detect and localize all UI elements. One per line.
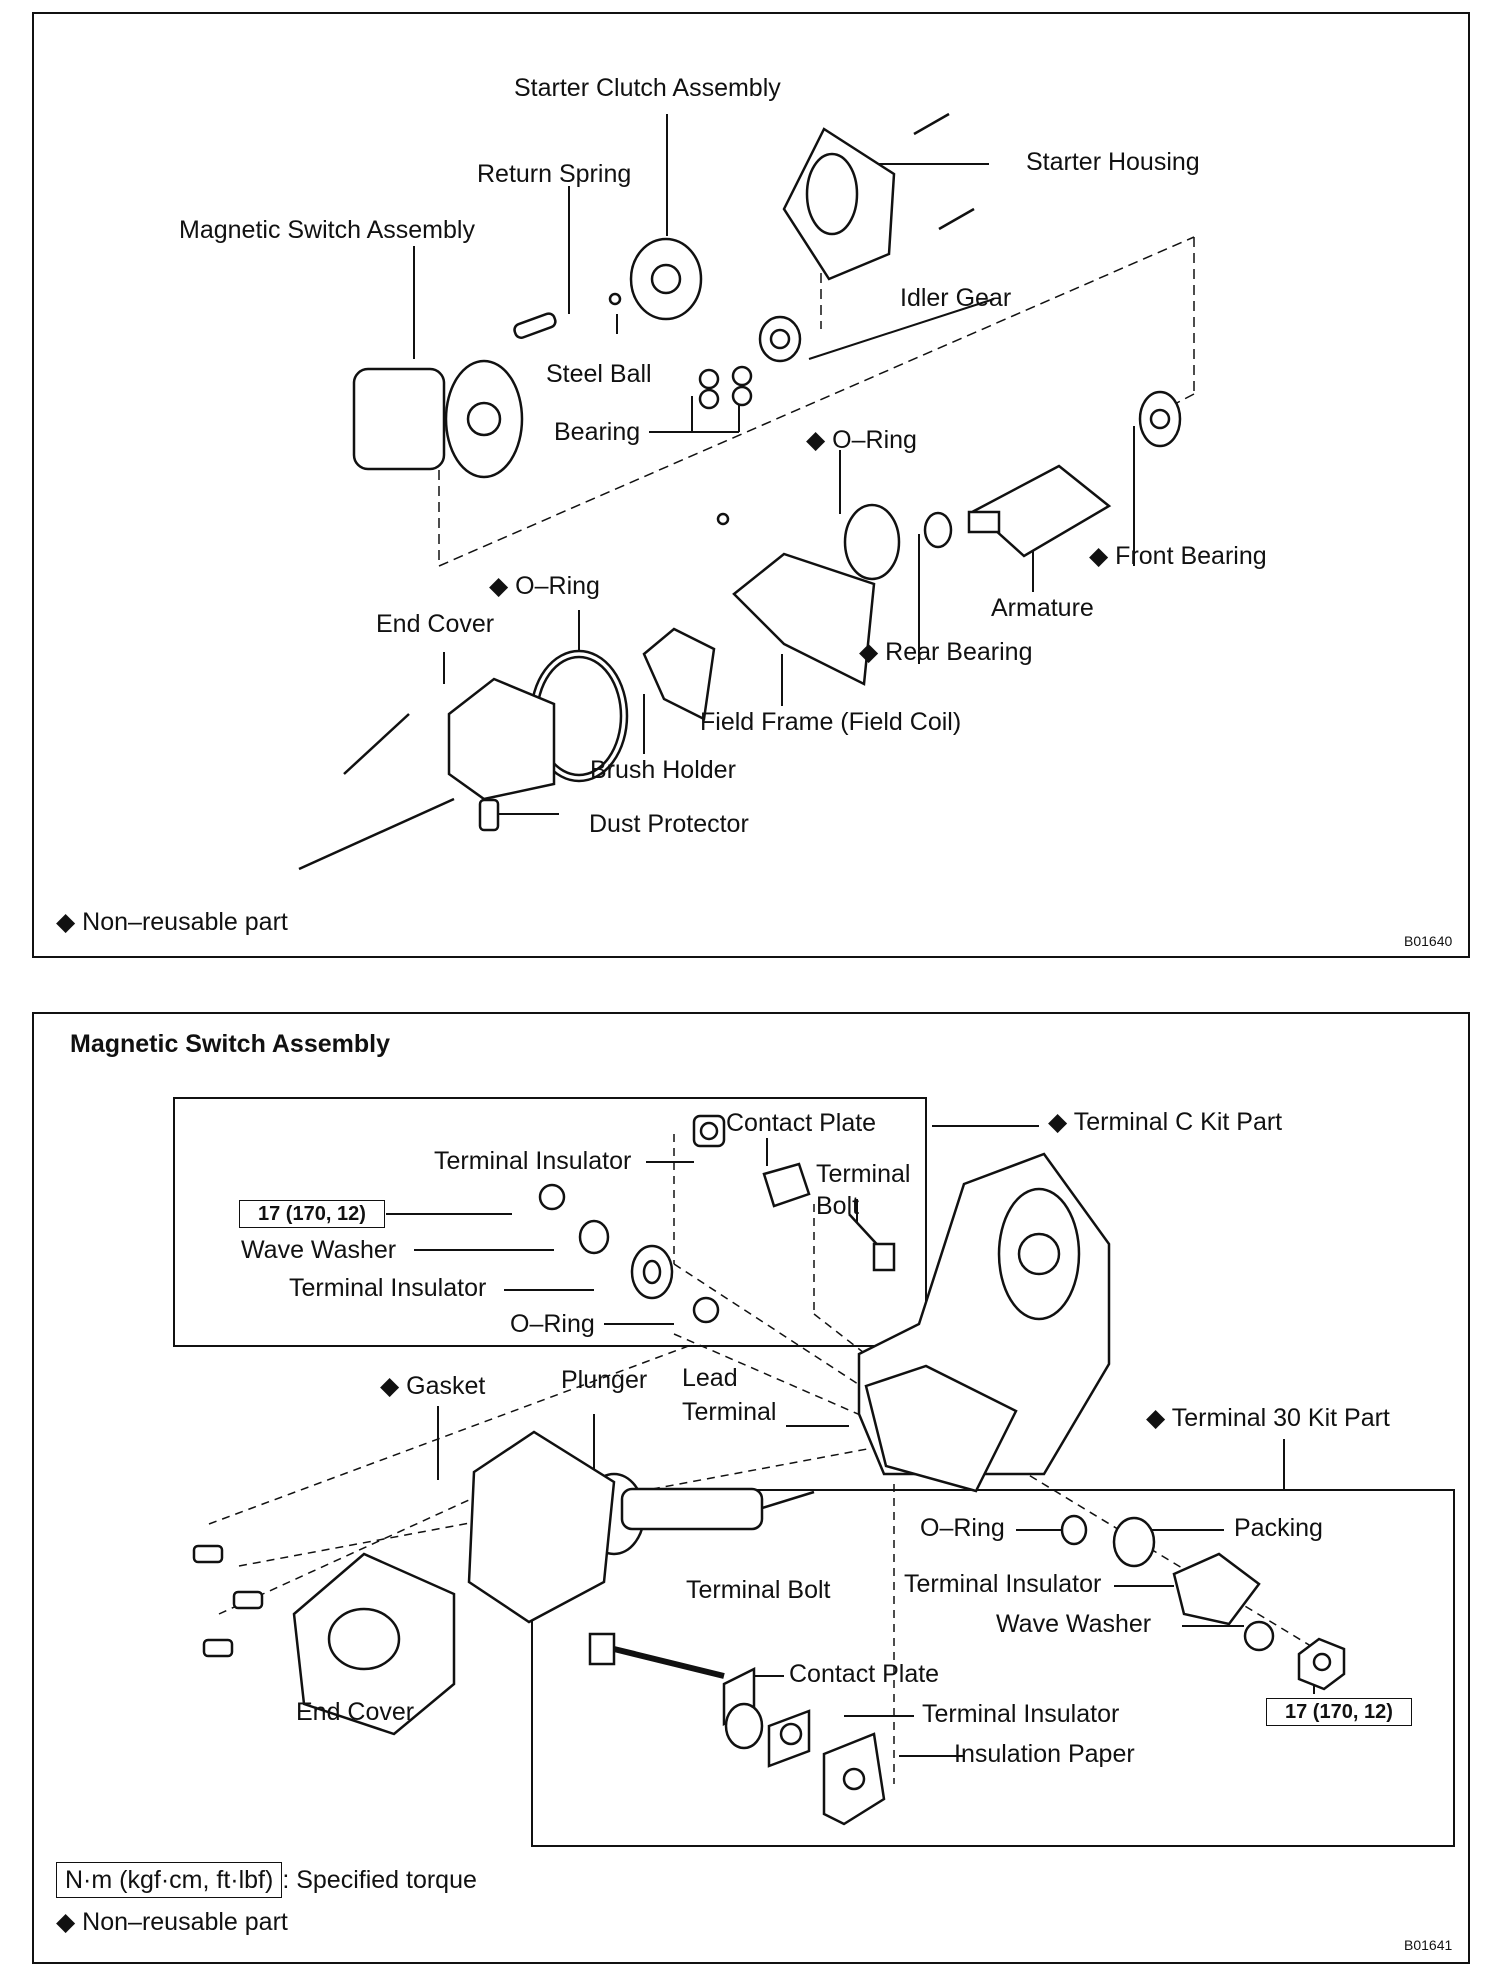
label-terminal-insulator-3: Terminal Insulator (904, 1570, 1102, 1598)
label-terminal-insulator-4: Terminal Insulator (922, 1700, 1120, 1728)
label-terminal-30-kit: ◆ Terminal 30 Kit Part (1146, 1404, 1390, 1432)
label-starter-clutch-assembly: Starter Clutch Assembly (514, 74, 781, 102)
label-return-spring: Return Spring (477, 160, 632, 188)
label-terminal-insulator-2: Terminal Insulator (289, 1274, 487, 1302)
o-ring-left-text: O–Ring (515, 572, 600, 600)
torque-box-bottom: 17 (170, 12) (1266, 1698, 1412, 1726)
label-lead-terminal-1: Lead (682, 1364, 738, 1392)
label-wave-washer-bottom: Wave Washer (996, 1610, 1152, 1638)
starter-exploded-drawing (298, 112, 1195, 871)
torque-unit-box: N·m (kgf·cm, ft·lbf) (56, 1862, 283, 1898)
magnetic-switch-exploded-drawing (173, 1097, 1455, 1847)
label-steel-ball: Steel Ball (546, 360, 652, 388)
label-insulation-paper: Insulation Paper (954, 1740, 1135, 1768)
terminal-c-kit-text: Terminal C Kit Part (1073, 1108, 1283, 1136)
panel-title: Magnetic Switch Assembly (70, 1030, 390, 1058)
label-field-frame: Field Frame (Field Coil) (700, 708, 962, 736)
label-contact-plate-bottom: Contact Plate (789, 1660, 940, 1688)
exploded-view-starter: Starter Clutch Assembly Return Spring Ma… (32, 12, 1470, 958)
front-bearing-text: Front Bearing (1115, 542, 1267, 570)
torque-legend-text: : Specified torque (282, 1866, 477, 1894)
label-end-cover-2: End Cover (296, 1698, 415, 1726)
label-packing: Packing (1234, 1514, 1323, 1542)
diagram-code: B01640 (1404, 933, 1453, 949)
label-o-ring-left: ◆ O–Ring (489, 572, 600, 600)
label-plunger: Plunger (561, 1366, 648, 1394)
label-terminal-bolt-top-2: Bolt (816, 1192, 860, 1220)
legend-non-reusable-text: Non–reusable part (82, 908, 288, 936)
label-rear-bearing: ◆ Rear Bearing (859, 638, 1033, 666)
label-gasket: ◆ Gasket (380, 1372, 486, 1400)
label-o-ring-top: O–Ring (510, 1310, 595, 1338)
legend-non-reusable: ◆ Non–reusable part (56, 908, 288, 936)
terminal-30-kit-text: Terminal 30 Kit Part (1171, 1404, 1390, 1432)
label-wave-washer-top: Wave Washer (241, 1236, 397, 1264)
label-armature: Armature (991, 594, 1094, 622)
label-terminal-insulator-1: Terminal Insulator (434, 1147, 632, 1175)
label-contact-plate-top: Contact Plate (726, 1109, 877, 1137)
label-o-ring-top: ◆ O–Ring (806, 426, 917, 454)
o-ring-top-text: O–Ring (832, 426, 917, 454)
label-bearing: Bearing (554, 418, 641, 446)
label-lead-terminal-2: Terminal (682, 1398, 777, 1426)
label-terminal-bolt-bottom: Terminal Bolt (686, 1576, 831, 1604)
magnetic-switch-body (352, 367, 446, 471)
label-starter-housing: Starter Housing (1026, 148, 1200, 176)
gasket-text: Gasket (406, 1372, 486, 1400)
torque-box-top: 17 (170, 12) (239, 1200, 385, 1228)
label-end-cover: End Cover (376, 610, 495, 638)
label-brush-holder: Brush Holder (590, 756, 736, 784)
label-terminal-bolt-top-1: Terminal (816, 1160, 911, 1188)
legend-non-reusable-2: ◆ Non–reusable part (56, 1908, 288, 1936)
rear-bearing-text: Rear Bearing (885, 638, 1033, 666)
label-magnetic-switch-assembly: Magnetic Switch Assembly (179, 216, 475, 244)
label-terminal-c-kit: ◆ Terminal C Kit Part (1048, 1108, 1283, 1136)
label-dust-protector: Dust Protector (589, 810, 749, 838)
diagram-code-2: B01641 (1404, 1937, 1453, 1953)
label-o-ring-right: O–Ring (920, 1514, 1005, 1542)
label-idler-gear: Idler Gear (900, 284, 1012, 312)
exploded-view-magnetic-switch: Magnetic Switch Assembly Contact Plate ◆… (32, 1012, 1470, 1964)
label-front-bearing: ◆ Front Bearing (1089, 542, 1267, 570)
torque-legend: N·m (kgf·cm, ft·lbf): Specified torque (56, 1862, 477, 1898)
legend-non-reusable-text-2: Non–reusable part (82, 1908, 288, 1936)
